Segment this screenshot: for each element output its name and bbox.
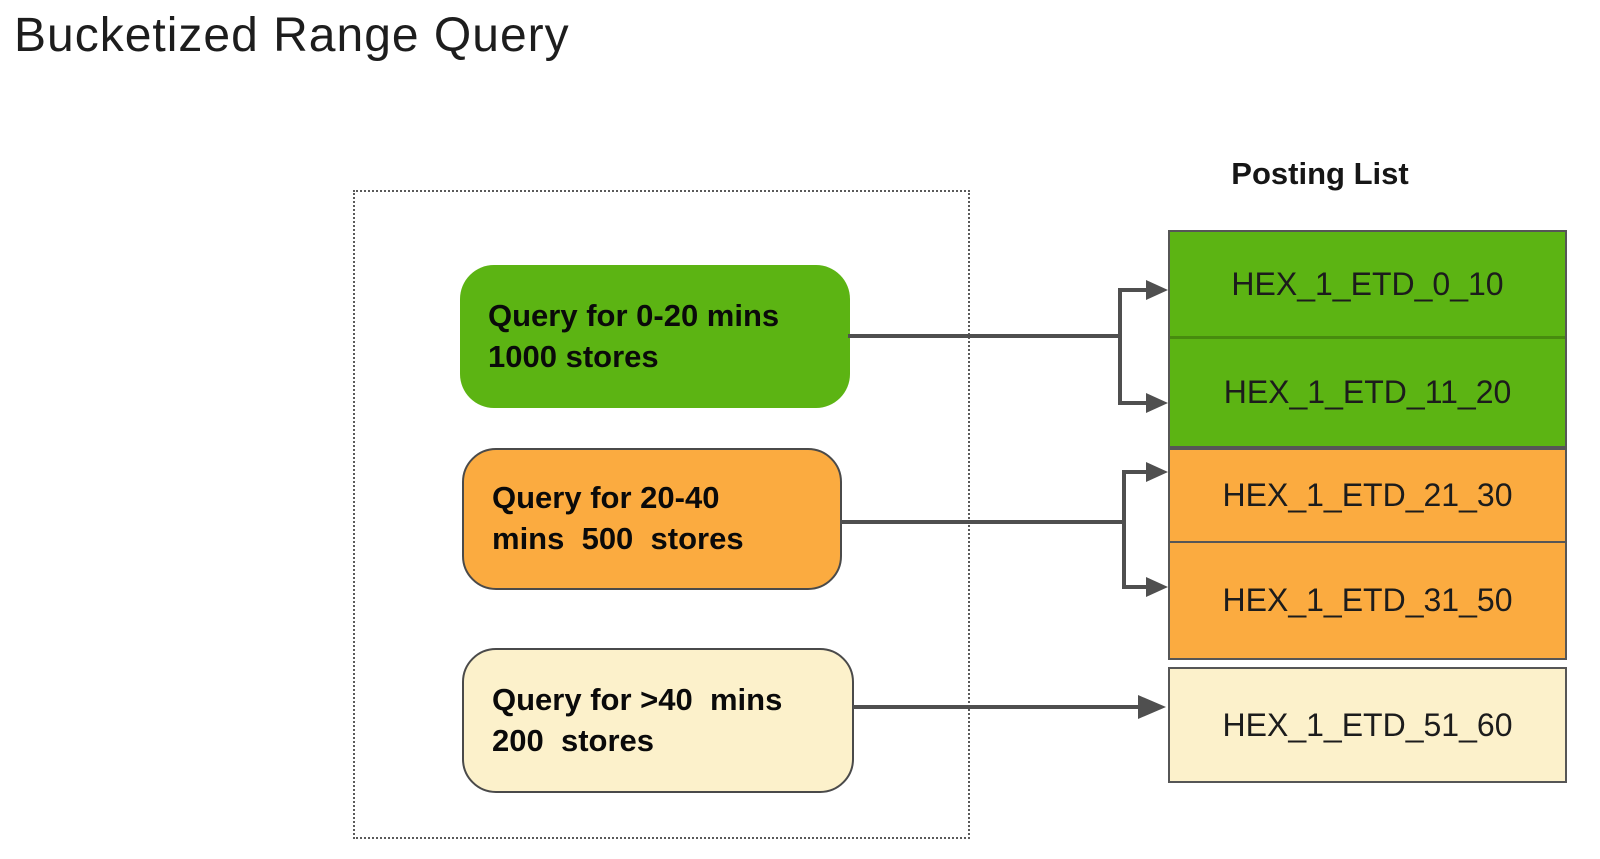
posting-row-hex-21-30: HEX_1_ETD_21_30 [1170, 450, 1565, 543]
arrowhead-cream [1138, 695, 1166, 719]
query-text-line1: Query for 0-20 mins [488, 297, 780, 333]
posting-list-header: Posting List [1231, 156, 1409, 191]
query-box-0-20-mins: Query for 0-20 mins 1000 stores [460, 265, 850, 408]
query-box-20-40-mins: Query for 20-40 mins 500 stores [462, 448, 842, 590]
query-text-line2: 1000 stores [488, 338, 659, 374]
posting-bucket-group-cream: HEX_1_ETD_51_60 [1168, 667, 1567, 783]
diagram-title: Bucketized Range Query [14, 9, 570, 62]
posting-bucket-group-green: HEX_1_ETD_0_10 HEX_1_ETD_11_20 [1168, 230, 1567, 448]
arrowhead-green-bottom [1146, 393, 1168, 413]
arrowhead-green-top [1146, 280, 1168, 300]
query-text-line2: 200 stores [492, 722, 654, 758]
arrowhead-orange-bottom [1146, 577, 1168, 597]
posting-row-hex-31-50: HEX_1_ETD_31_50 [1222, 582, 1513, 618]
posting-row-hex-0-10: HEX_1_ETD_0_10 [1170, 232, 1565, 339]
arrowhead-orange-top [1146, 462, 1168, 482]
query-box-gt-40-mins: Query for >40 mins 200 stores [462, 648, 854, 793]
query-text-line1: Query for >40 mins [492, 681, 783, 717]
posting-bucket-group-orange: HEX_1_ETD_21_30 HEX_1_ETD_31_50 [1168, 448, 1567, 660]
posting-row-hex-51-60: HEX_1_ETD_51_60 [1222, 706, 1513, 743]
query-text-line1: Query for 20-40 [492, 480, 720, 516]
query-text-line2: mins 500 stores [492, 521, 744, 556]
posting-row-hex-11-20: HEX_1_ETD_11_20 [1223, 374, 1512, 410]
query-scope-dashed-box [353, 190, 970, 839]
